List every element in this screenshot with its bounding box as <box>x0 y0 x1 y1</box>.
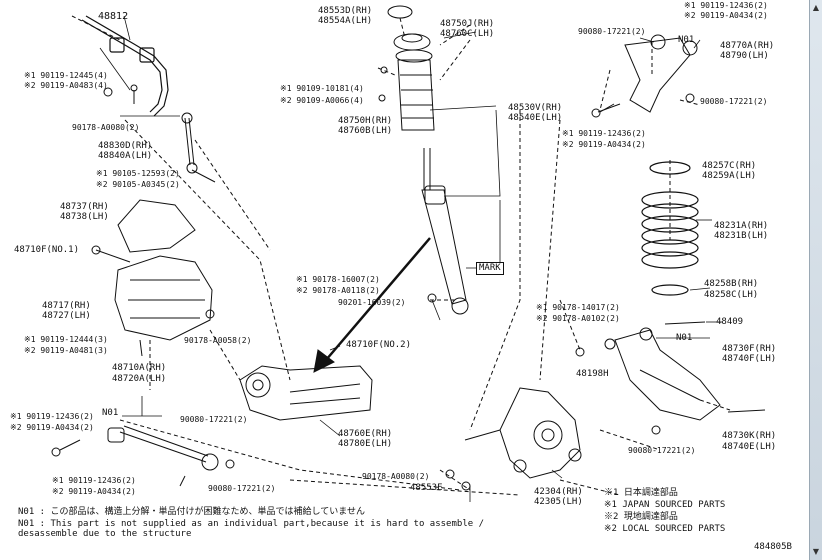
label-tl-2[interactable]: ※2 90119-A0434(2) <box>10 423 94 432</box>
label-48720a[interactable]: 48720A(LH) <box>112 374 167 384</box>
label-sh-1[interactable]: ※1 90109-10181(4) <box>280 84 364 93</box>
label-90080-tr2[interactable]: 90080-17221(2) <box>700 97 768 106</box>
label-tl-1[interactable]: ※1 90119-12436(2) <box>10 412 94 421</box>
stabilizer-link <box>181 112 198 174</box>
label-stab-2[interactable]: ※2 90119-A0483(4) <box>24 81 108 90</box>
label-48760c[interactable]: 48760C(LH) <box>440 29 495 39</box>
subframe-bracket <box>114 199 213 341</box>
label-90080-top[interactable]: 90080-17221(2) <box>578 27 646 36</box>
label-48737[interactable]: 48737(RH) <box>60 202 109 212</box>
label-lr-1[interactable]: ※1 90178-14017(2) <box>536 303 620 312</box>
toe-link <box>107 425 219 471</box>
label-90201[interactable]: 90201-16039(2) <box>338 298 406 307</box>
label-48231a[interactable]: 48231A(RH) <box>714 221 769 231</box>
label-48770a[interactable]: 48770A(RH) <box>720 41 775 51</box>
note-n01-en-1: N01 : This part is not supplied as an in… <box>18 519 484 529</box>
label-48830d[interactable]: 48830D(RH) <box>98 141 153 151</box>
vertical-scrollbar[interactable]: ▲ ▼ <box>809 0 822 560</box>
label-48717[interactable]: 48717(RH) <box>42 301 91 311</box>
label-48780e[interactable]: 48780E(LH) <box>338 439 393 449</box>
label-90178-a0080[interactable]: 90178-A0080(2) <box>72 123 140 132</box>
lower-arm <box>604 327 721 421</box>
shock-absorber <box>421 148 469 315</box>
direction-arrow <box>325 237 431 361</box>
label-48760b[interactable]: 48760B(LH) <box>338 126 393 136</box>
stabilizer-bar <box>81 15 169 117</box>
label-42305[interactable]: 42305(LH) <box>534 497 583 507</box>
label-top-r1[interactable]: ※1 90119-12436(2) <box>684 1 768 10</box>
label-48231b[interactable]: 48231B(LH) <box>714 231 769 241</box>
label-48710f-no1[interactable]: 48710F(NO.1) <box>14 245 80 255</box>
label-bl-2[interactable]: ※2 90119-A0434(2) <box>52 487 136 496</box>
label-90080-bl[interactable]: 90080-17221(2) <box>208 484 276 493</box>
label-arm-2[interactable]: ※2 90119-A0481(3) <box>24 346 108 355</box>
label-48730k[interactable]: 48730K(RH) <box>722 431 777 441</box>
label-arm-1[interactable]: ※1 90119-12444(3) <box>24 335 108 344</box>
label-n01-top: N01 <box>678 35 695 45</box>
legend-s1-en: ※1 JAPAN SOURCED PARTS <box>604 500 726 510</box>
label-48710f-no2[interactable]: 48710F(NO.2) <box>346 340 412 350</box>
label-sh-2[interactable]: ※2 90109-A0066(4) <box>280 96 364 105</box>
legend-s1-jp: ※1 日本調達部品 <box>604 488 678 498</box>
label-48790[interactable]: 48790(LH) <box>720 51 769 61</box>
note-n01-en-2: desassemble due to the structure <box>18 529 192 539</box>
label-n01-r: N01 <box>676 333 693 343</box>
figure-id: 484805B <box>754 542 792 552</box>
upper-arm <box>599 34 698 113</box>
label-48554a[interactable]: 48554A(LH) <box>318 16 373 26</box>
label-48740e[interactable]: 48740E(LH) <box>722 442 777 452</box>
label-48258c[interactable]: 48258C(LH) <box>704 290 759 300</box>
label-stab-1[interactable]: ※1 90119-12445(4) <box>24 71 108 80</box>
label-90080-br[interactable]: 90080-17221(2) <box>628 446 696 455</box>
label-48760e[interactable]: 48760E(RH) <box>338 429 393 439</box>
label-shk-2[interactable]: ※2 90178-A0118(2) <box>296 286 380 295</box>
label-48727[interactable]: 48727(LH) <box>42 311 91 321</box>
label-90178-a0080b[interactable]: 90178-A0080(2) <box>362 472 430 481</box>
label-42304[interactable]: 42304(RH) <box>534 487 583 497</box>
label-48750h[interactable]: 48750H(RH) <box>338 116 393 126</box>
label-48738[interactable]: 48738(LH) <box>60 212 109 222</box>
shock-upper-mount <box>387 5 431 51</box>
bump-stop-boot <box>395 49 435 131</box>
label-mid-r2[interactable]: ※2 90119-A0434(2) <box>562 140 646 149</box>
label-48259a[interactable]: 48259A(LH) <box>702 171 757 181</box>
label-48257c[interactable]: 48257C(RH) <box>702 161 757 171</box>
scroll-up-icon[interactable]: ▲ <box>812 3 820 12</box>
label-48840a[interactable]: 48840A(LH) <box>98 151 153 161</box>
label-90178-a0058[interactable]: 90178-A0058(2) <box>184 336 252 345</box>
label-bl-1[interactable]: ※1 90119-12436(2) <box>52 476 136 485</box>
label-top-r2[interactable]: ※2 90119-A0434(2) <box>684 11 768 20</box>
label-48710a[interactable]: 48710A(RH) <box>112 363 167 373</box>
note-n01-jp: N01 : この部品は、構造上分解・単品付けが困難なため、単品では補給していませ… <box>18 507 365 517</box>
label-48553e[interactable]: 48553E <box>410 483 443 493</box>
label-48750j[interactable]: 48750J(RH) <box>440 19 495 29</box>
label-48553d[interactable]: 48553D(RH) <box>318 6 373 16</box>
label-48530v[interactable]: 48530V(RH) <box>508 103 563 113</box>
label-link-1[interactable]: ※1 90105-12593(2) <box>96 169 180 178</box>
legend-s2-jp: ※2 現地調達部品 <box>604 512 678 522</box>
label-n01-l: N01 <box>102 408 119 418</box>
rear-knuckle <box>464 387 582 479</box>
label-48198h[interactable]: 48198H <box>576 369 609 379</box>
label-48740f[interactable]: 48740F(LH) <box>722 354 777 364</box>
label-48540e[interactable]: 48540E(LH) <box>508 113 563 123</box>
guide-lines <box>71 15 731 496</box>
bolts-and-nuts <box>51 66 766 491</box>
label-48409[interactable]: 48409 <box>716 317 744 327</box>
trailing-arm <box>239 365 373 421</box>
coil-spring <box>641 161 699 296</box>
legend-s2-en: ※2 LOCAL SOURCED PARTS <box>604 524 726 534</box>
label-shk-1[interactable]: ※1 90178-16007(2) <box>296 275 380 284</box>
label-lr-2[interactable]: ※2 90178-A0102(2) <box>536 314 620 323</box>
label-90080-l[interactable]: 90080-17221(2) <box>180 415 248 424</box>
label-link-2[interactable]: ※2 90105-A0345(2) <box>96 180 180 189</box>
mark-label: MARK <box>476 262 504 275</box>
scroll-down-icon[interactable]: ▼ <box>812 547 820 556</box>
label-mid-r1[interactable]: ※1 90119-12436(2) <box>562 129 646 138</box>
label-48812[interactable]: 48812 <box>98 11 129 22</box>
label-48730f[interactable]: 48730F(RH) <box>722 344 777 354</box>
label-48258b[interactable]: 48258B(RH) <box>704 279 759 289</box>
